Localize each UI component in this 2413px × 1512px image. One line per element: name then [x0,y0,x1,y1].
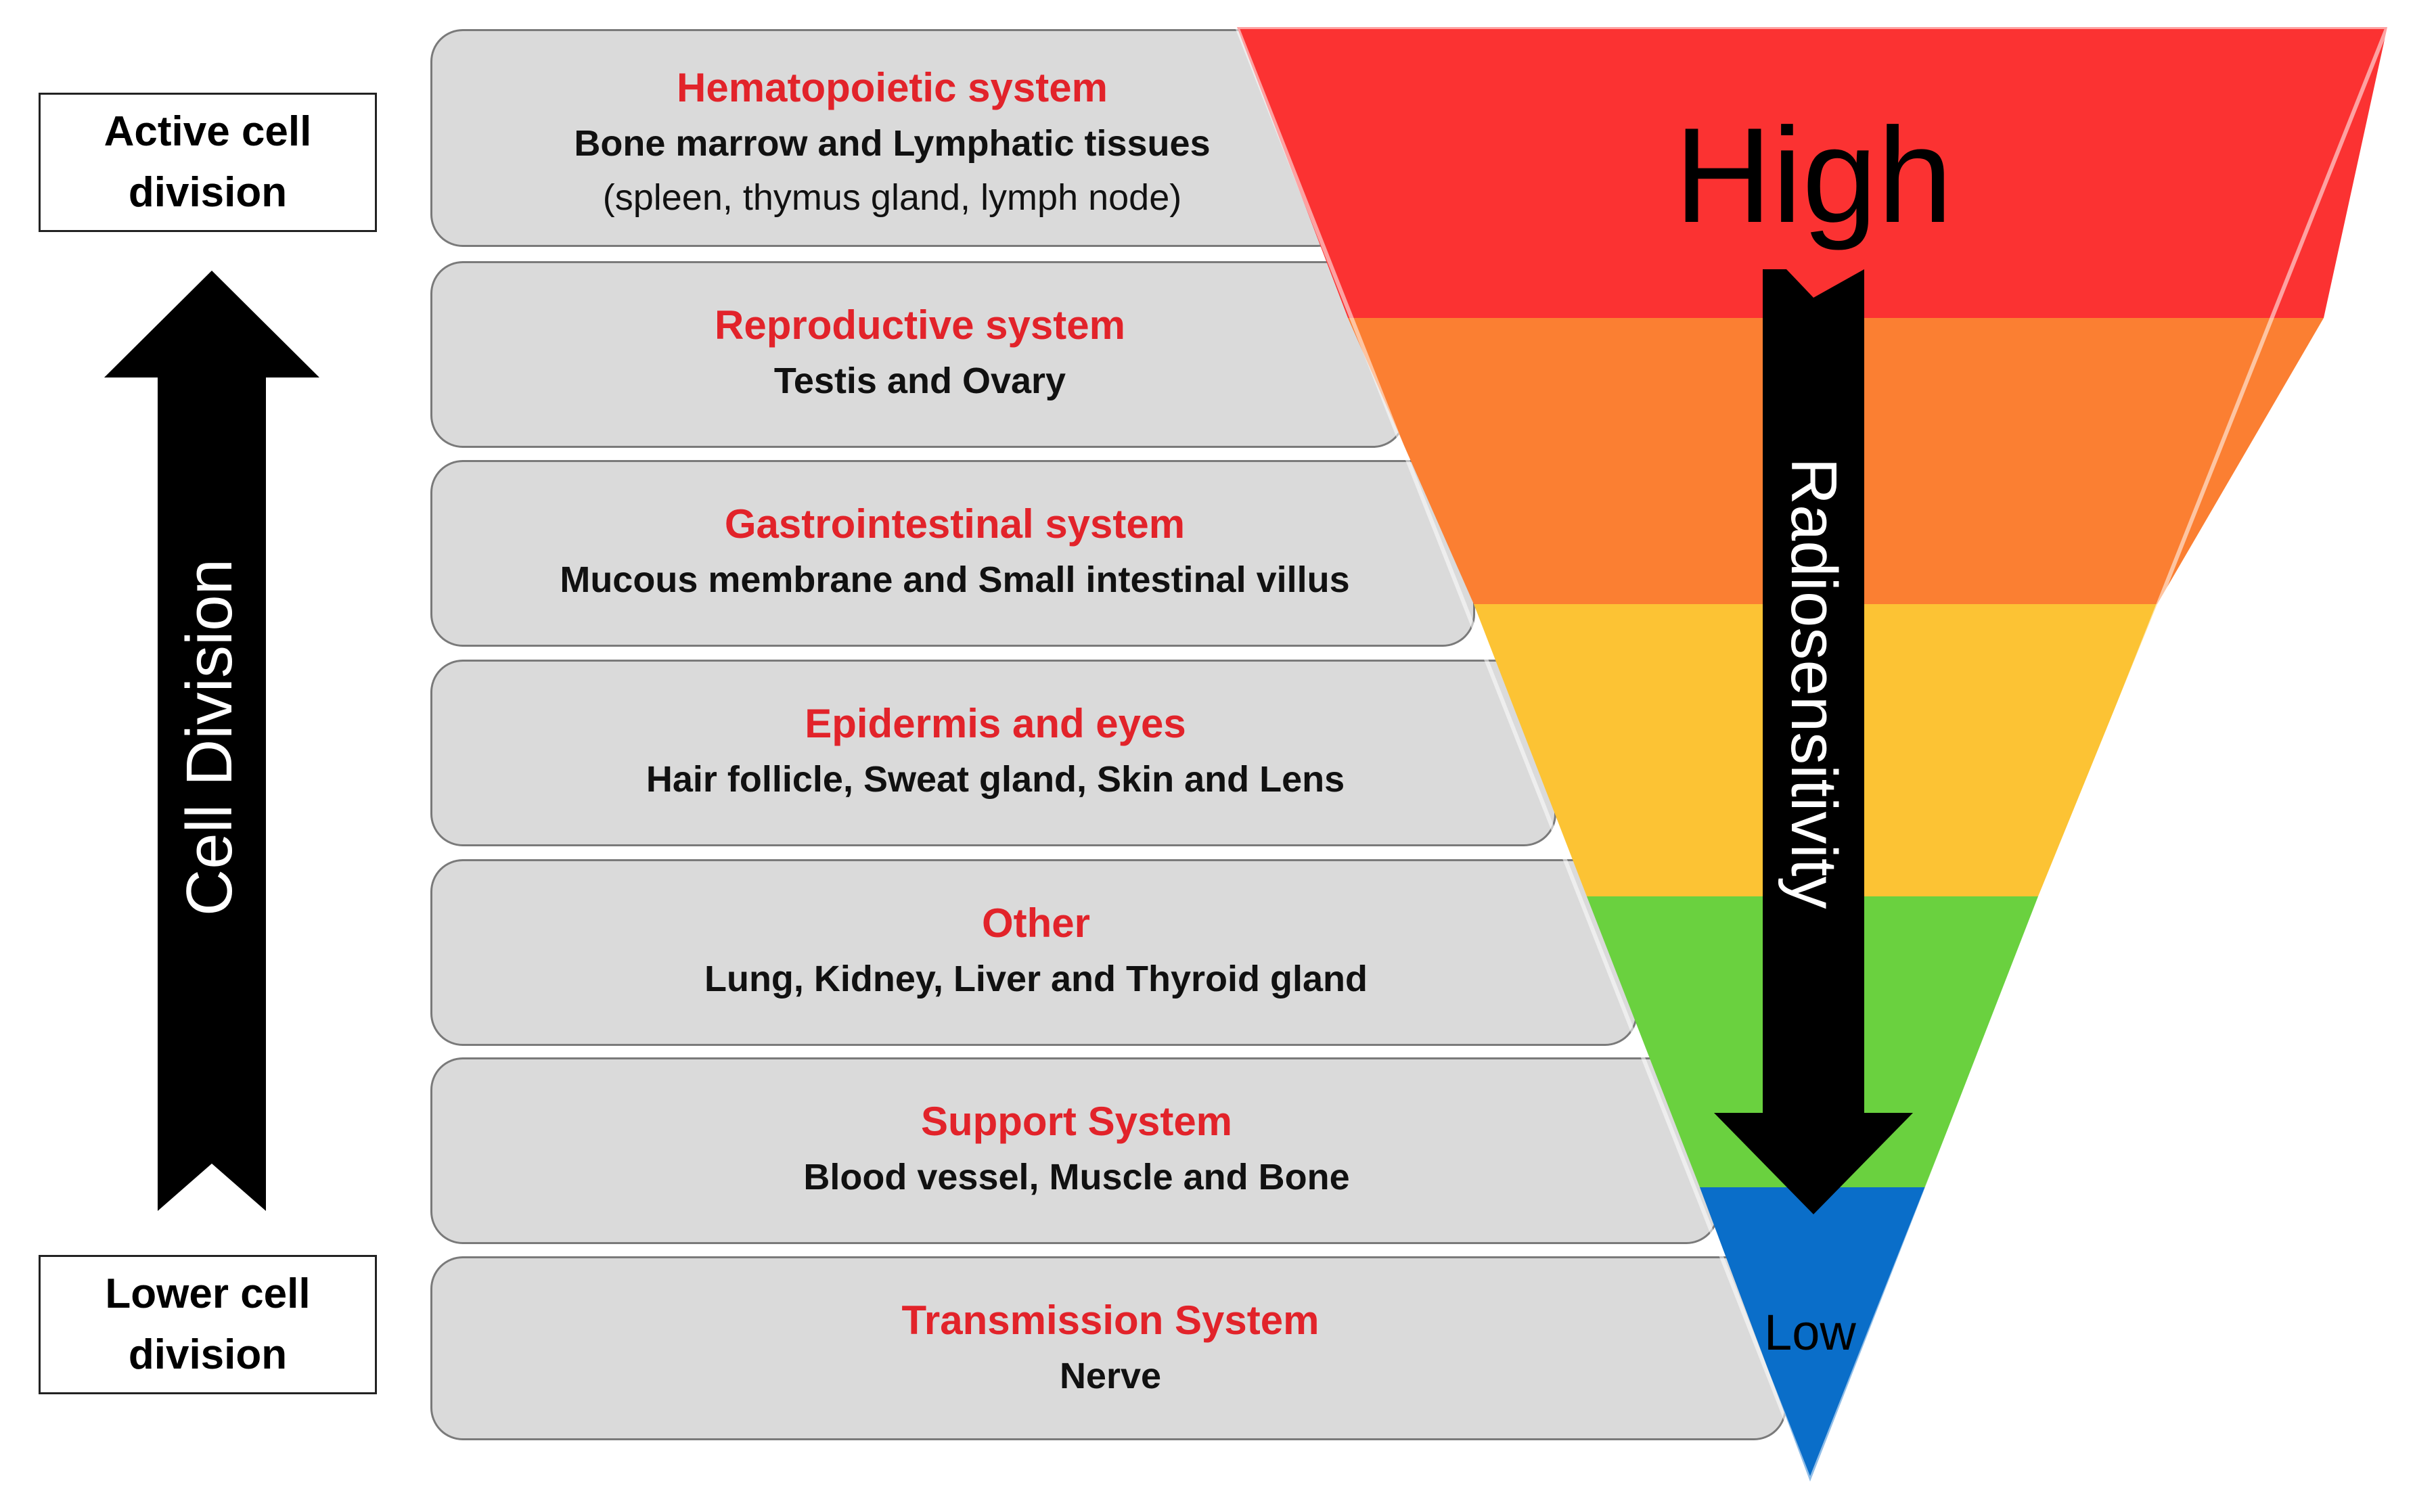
lower-cell-division-box: Lower cell division [39,1255,377,1394]
high-label: High [1674,100,1953,251]
row-detail: Nerve [1059,1356,1162,1396]
row-detail: Testis and Ovary [773,361,1066,401]
row-detail: Lung, Kidney, Liver and Thyroid gland [704,959,1368,999]
radiosensitivity-label: Radiosensitivity [1778,457,1850,909]
lower-cell-division-line-2: division [128,1331,288,1378]
row-title: Transmission System [901,1298,1320,1343]
row-detail: Blood vessel, Muscle and Bone [803,1157,1350,1197]
triangle-outline-highlight [1235,25,2391,1488]
low-label: Low [1764,1304,1856,1360]
active-cell-division-box: Active cell division [39,93,377,232]
row-title: Support System [920,1099,1233,1144]
active-cell-division-line-2: division [128,169,288,216]
row-title: Gastrointestinal system [724,501,1186,547]
row-detail: Bone marrow and Lymphatic tissues [574,123,1211,164]
band-blue [1700,1187,1925,1482]
band-red [1237,27,2387,318]
row-title: Reproductive system [715,302,1125,348]
row-title: Hematopoietic system [677,65,1108,110]
row-detail: (spleen, thymus gland, lymph node) [602,177,1182,218]
row-detail: Mucous membrane and Small intestinal vil… [560,559,1350,600]
row-title: Epidermis and eyes [805,701,1186,746]
cell-division-up-arrow [104,271,319,1211]
active-cell-division-line-1: Active cell [104,108,312,155]
row-title: Other [981,900,1091,946]
lower-cell-division-line-1: Lower cell [105,1270,311,1317]
radiosensitivity-down-arrow [1714,269,1913,1214]
row-detail: Hair follicle, Sweat gland, Skin and Len… [646,759,1345,800]
